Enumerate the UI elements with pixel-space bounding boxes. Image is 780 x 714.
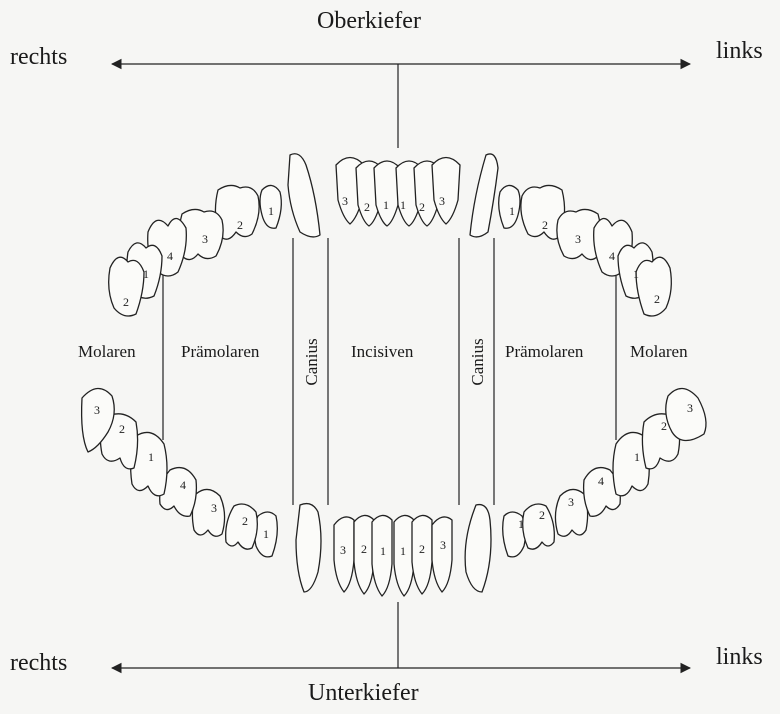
upper-right-tooth-number: 1 [268, 204, 274, 218]
upper-jaw-label: Oberkiefer [317, 8, 421, 34]
lower-incisor-number: 3 [340, 543, 346, 557]
upper-left-tooth-number: 1 [509, 204, 515, 218]
upper-incisors: 3 2 1 1 2 3 [335, 156, 461, 227]
lower-right-tooth-number: 3 [211, 501, 217, 515]
left-direction-label-top: links [716, 38, 763, 64]
lower-left-tooth-number: 2 [539, 508, 545, 522]
premolars-label-left: Prämolaren [505, 342, 584, 361]
upper-right-canine [287, 153, 321, 238]
lower-left-tooth-number: 4 [598, 474, 604, 488]
lower-incisor-number: 2 [419, 542, 425, 556]
upper-right-tooth-number: 2 [237, 218, 243, 232]
left-direction-label-bottom: links [716, 644, 763, 670]
upper-incisor-number: 1 [383, 198, 389, 212]
lower-incisor-number: 1 [380, 544, 386, 558]
upper-right-side-teeth: 1 2 3 4 1 2 [108, 184, 282, 317]
upper-incisor-number: 2 [364, 200, 370, 214]
upper-right-tooth-number: 2 [123, 295, 129, 309]
lower-right-tooth-number: 1 [148, 450, 154, 464]
upper-right-tooth-number: 3 [202, 232, 208, 246]
upper-incisor-number: 2 [419, 200, 425, 214]
upper-right-tooth-number: 4 [167, 249, 173, 263]
upper-incisor-number: 3 [342, 194, 348, 208]
lower-right-tooth-number: 2 [242, 514, 248, 528]
lower-incisors: 3 2 1 1 2 3 [333, 514, 453, 597]
molars-label-right: Molaren [78, 342, 136, 361]
upper-left-tooth-number: 2 [654, 292, 660, 306]
upper-left-tooth-number: 2 [542, 218, 548, 232]
lower-left-tooth-number: 3 [687, 401, 693, 415]
upper-incisor-number: 3 [439, 194, 445, 208]
incisors-label: Incisiven [351, 342, 414, 361]
lower-right-tooth-number: 4 [180, 478, 186, 492]
molars-label-left: Molaren [630, 342, 688, 361]
canine-label-left: Canius [468, 338, 487, 385]
upper-incisor-number: 1 [400, 198, 406, 212]
right-direction-label-top: rechts [10, 44, 68, 70]
lower-right-tooth-number: 3 [94, 403, 100, 417]
lower-incisor-number: 2 [361, 542, 367, 556]
lower-right-tooth-number: 2 [119, 422, 125, 436]
lower-left-tooth-number: 2 [661, 419, 667, 433]
lower-left-tooth-number: 1 [634, 450, 640, 464]
upper-right-tooth-number: 1 [143, 267, 149, 281]
lower-left-canine [464, 503, 492, 593]
canine-label-right: Canius [302, 338, 321, 385]
upper-left-tooth-number: 3 [575, 232, 581, 246]
lower-incisor-number: 3 [440, 538, 446, 552]
lower-left-side-teeth: 1 2 3 4 1 2 3 [502, 387, 707, 558]
lower-incisor-number: 1 [400, 544, 406, 558]
lower-left-tooth-number: 1 [518, 517, 524, 531]
upper-left-tooth-number: 1 [633, 267, 639, 281]
lower-right-tooth-number: 1 [263, 527, 269, 541]
upper-left-side-teeth: 1 2 3 4 1 2 [498, 184, 672, 317]
upper-left-canine [469, 153, 499, 238]
premolars-label-right: Prämolaren [181, 342, 260, 361]
lower-right-canine [295, 502, 322, 593]
upper-left-tooth-number: 4 [609, 249, 615, 263]
lower-jaw-label: Unterkiefer [308, 680, 419, 706]
lower-right-side-teeth: 1 2 3 4 1 2 3 [80, 387, 278, 558]
lower-left-tooth-number: 3 [568, 495, 574, 509]
right-direction-label-bottom: rechts [10, 650, 68, 676]
